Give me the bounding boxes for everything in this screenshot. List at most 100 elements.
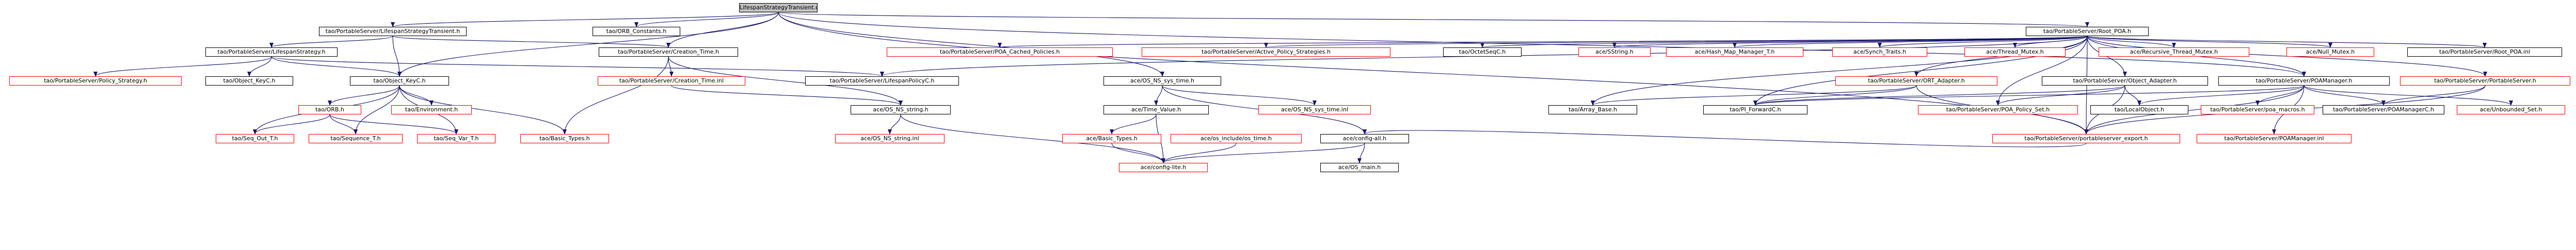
graph-node-synch-traits: ace/Synch_Traits.h xyxy=(1832,47,1927,57)
graph-node-root-poa[interactable]: tao/PortableServer/Root_POA.h xyxy=(2026,27,2149,36)
dependency-edge xyxy=(399,85,567,135)
dependency-edge xyxy=(2084,85,2305,135)
graph-node-label: tao/PortableServer/LifespanStrategy.h xyxy=(217,48,326,55)
dependency-edge xyxy=(1753,85,2125,106)
graph-node-object-keyc[interactable]: tao/Object_KeyC.h xyxy=(205,76,293,86)
dependency-edge xyxy=(1154,85,1163,106)
graph-node-poa-policy-set: tao/PortableServer/POA_Policy_Set.h xyxy=(1918,105,2078,114)
graph-node-label: tao/PortableServer/POAManager.h xyxy=(2255,77,2353,84)
graph-node-label: tao/PortableServer/Active_Policy_Strateg… xyxy=(1202,48,1331,55)
graph-node-label: tao/LocalObject.h xyxy=(2114,106,2165,113)
dependency-edge xyxy=(563,56,669,135)
graph-node-time-value[interactable]: ace/Time_Value.h xyxy=(1103,105,1209,114)
graph-node-pi-forwardc[interactable]: tao/PI_ForwardC.h xyxy=(1703,105,1807,114)
dependency-edge xyxy=(329,114,458,135)
graph-node-sequence-t: tao/Sequence_T.h xyxy=(309,134,403,143)
graph-node-poamanager-inl: tao/PortableServer/POAManager.inl xyxy=(2197,134,2351,143)
graph-node-label: tao/PortableServer/poa_macros.h xyxy=(2210,106,2305,113)
graph-node-label: ace/Null_Mutex.h xyxy=(2306,48,2355,55)
graph-node-label: tao/PortableServer/POA_Cached_Policies.h xyxy=(939,48,1060,55)
graph-node-root[interactable]: LifespanStrategyTransient.cpp xyxy=(739,3,818,12)
graph-node-label: tao/PortableServer/Creation_Time.h xyxy=(617,48,719,55)
graph-node-label: tao/OctetSeqC.h xyxy=(1459,48,1506,55)
graph-node-pss-macros: tao/PortableServer/poa_macros.h xyxy=(2201,105,2314,114)
dependency-edge xyxy=(778,12,1164,77)
graph-node-seq-out-t: tao/Seq_Out_T.h xyxy=(216,134,294,143)
dependency-edge xyxy=(998,36,2088,48)
dependency-edge xyxy=(2381,85,2486,106)
dependency-edge xyxy=(1591,85,1917,106)
graph-node-thread-mutex: ace/Thread_Mutex.h xyxy=(1964,47,2066,57)
dependency-edge xyxy=(1878,36,2088,48)
dependency-edge xyxy=(269,36,393,48)
graph-node-os-ns-string[interactable]: ace/OS_NS_string.h xyxy=(851,105,951,114)
graph-node-orb-h: tao/ORB.h xyxy=(298,105,361,114)
graph-node-ort-adapter: tao/PortableServer/ORT_Adapter.h xyxy=(1835,76,1997,86)
graph-node-lst-strat[interactable]: tao/PortableServer/LifespanStrategy.h xyxy=(205,47,338,57)
graph-node-creation-time-inl: tao/PortableServer/Creation_Time.inl xyxy=(598,76,745,86)
dependency-edge xyxy=(1162,85,1317,106)
graph-node-label: tao/Array_Base.h xyxy=(1569,106,1617,113)
dependency-edge xyxy=(271,56,884,77)
graph-node-os-ns-sys-time-inl: ace/OS_NS_sys_time.inl xyxy=(1258,105,1371,114)
graph-node-label: tao/PortableServer/POAManagerC.h xyxy=(2333,106,2434,113)
graph-node-os-main[interactable]: ace/OS_main.h xyxy=(1320,163,1399,172)
graph-node-recursive-mutex: ace/Recursive_Thread_Mutex.h xyxy=(2099,47,2249,57)
dependency-edge xyxy=(1363,129,2087,147)
graph-node-label: tao/PortableServer/Creation_Time.inl xyxy=(619,77,724,84)
graph-node-os-ns-sys-time[interactable]: ace/OS_NS_sys_time.h xyxy=(1103,76,1221,86)
dependency-edge xyxy=(778,12,2088,135)
graph-node-ps-export: tao/PortableServer/portableserver_export… xyxy=(1992,134,2180,143)
graph-node-poa-manager[interactable]: tao/PortableServer/POAManager.h xyxy=(2218,76,2390,86)
graph-node-label: tao/PortableServer/Root_POA.h xyxy=(2043,28,2131,35)
graph-node-object-keyc2[interactable]: tao/Object_KeyC.h xyxy=(350,76,449,86)
graph-node-poamanagerc[interactable]: tao/PortableServer/POAManagerC.h xyxy=(2323,105,2444,114)
graph-node-array-base[interactable]: tao/Array_Base.h xyxy=(1548,105,1637,114)
dependency-edge xyxy=(397,12,779,77)
graph-node-local-object[interactable]: tao/LocalObject.h xyxy=(2090,105,2188,114)
graph-node-label: tao/PortableServer/POA_Policy_Set.h xyxy=(1946,106,2050,113)
dependency-edge xyxy=(1161,143,1365,163)
graph-node-label: tao/ORB_Constants.h xyxy=(606,28,667,35)
graph-node-label: ace/config-lite.h xyxy=(1140,164,1187,171)
graph-node-label: tao/PortableServer/Policy_Strategy.h xyxy=(44,77,147,84)
graph-node-orb-const[interactable]: tao/ORB_Constants.h xyxy=(593,27,680,36)
graph-node-root-poa-inl[interactable]: tao/PortableServer/Root_POA.inl xyxy=(2407,47,2562,57)
dependency-edge xyxy=(2087,36,2487,77)
graph-node-label: tao/ORB.h xyxy=(315,106,344,113)
graph-node-lst-h[interactable]: tao/PortableServer/LifespanStrategyTrans… xyxy=(319,27,467,36)
graph-node-config-all[interactable]: ace/config-all.h xyxy=(1320,134,1409,143)
graph-node-config-lite: ace/config-lite.h xyxy=(1119,163,1208,172)
dependency-edge xyxy=(900,114,1165,163)
graph-node-label: ace/SString.h xyxy=(1595,48,1634,55)
graph-node-basic-types-tao: tao/Basic_Types.h xyxy=(520,134,609,143)
dependency-edge xyxy=(2137,85,2305,106)
graph-node-label: ace/Thread_Mutex.h xyxy=(1986,48,2044,55)
graph-node-label: tao/Sequence_T.h xyxy=(330,135,381,142)
graph-node-seq-var-t: tao/Seq_Var_T.h xyxy=(417,134,495,143)
graph-node-label: tao/Seq_Out_T.h xyxy=(232,135,278,142)
dependency-edge xyxy=(1612,36,2088,48)
dependency-edge xyxy=(1996,85,2125,106)
graph-node-label: ace/Synch_Traits.h xyxy=(1853,48,1907,55)
graph-node-label: tao/Seq_Var_T.h xyxy=(434,135,479,142)
graph-node-label: ace/OS_main.h xyxy=(1338,164,1381,171)
dependency-edge xyxy=(668,56,903,106)
graph-node-creation-time[interactable]: tao/PortableServer/Creation_Time.h xyxy=(599,47,738,57)
graph-node-label: ace/Hash_Map_Manager_T.h xyxy=(1694,48,1775,55)
dependency-edge xyxy=(2303,85,2386,106)
graph-node-null-mutex: ace/Null_Mutex.h xyxy=(2286,47,2374,57)
graph-node-label: tao/PortableServer/Object_Adapter.h xyxy=(2073,77,2177,84)
graph-node-hash-map: ace/Hash_Map_Manager_T.h xyxy=(1666,47,1803,57)
graph-node-object-adapter[interactable]: tao/PortableServer/Object_Adapter.h xyxy=(2042,76,2208,86)
graph-node-octetseq[interactable]: tao/OctetSeqC.h xyxy=(1443,47,1522,57)
graph-node-label: tao/PortableServer/ORT_Adapter.h xyxy=(1868,77,1965,84)
graph-node-label: tao/Environment.h xyxy=(405,106,458,113)
graph-node-label: ace/OS_NS_string.h xyxy=(873,106,929,113)
dependency-edge xyxy=(2255,85,2305,106)
graph-node-label: tao/PortableServer/PortableServer.h xyxy=(2434,77,2536,84)
dependency-edge xyxy=(93,56,272,77)
dependency-edge xyxy=(329,114,358,135)
graph-node-lifespan-policyc[interactable]: tao/PortableServer/LifespanPolicyC.h xyxy=(805,76,959,86)
